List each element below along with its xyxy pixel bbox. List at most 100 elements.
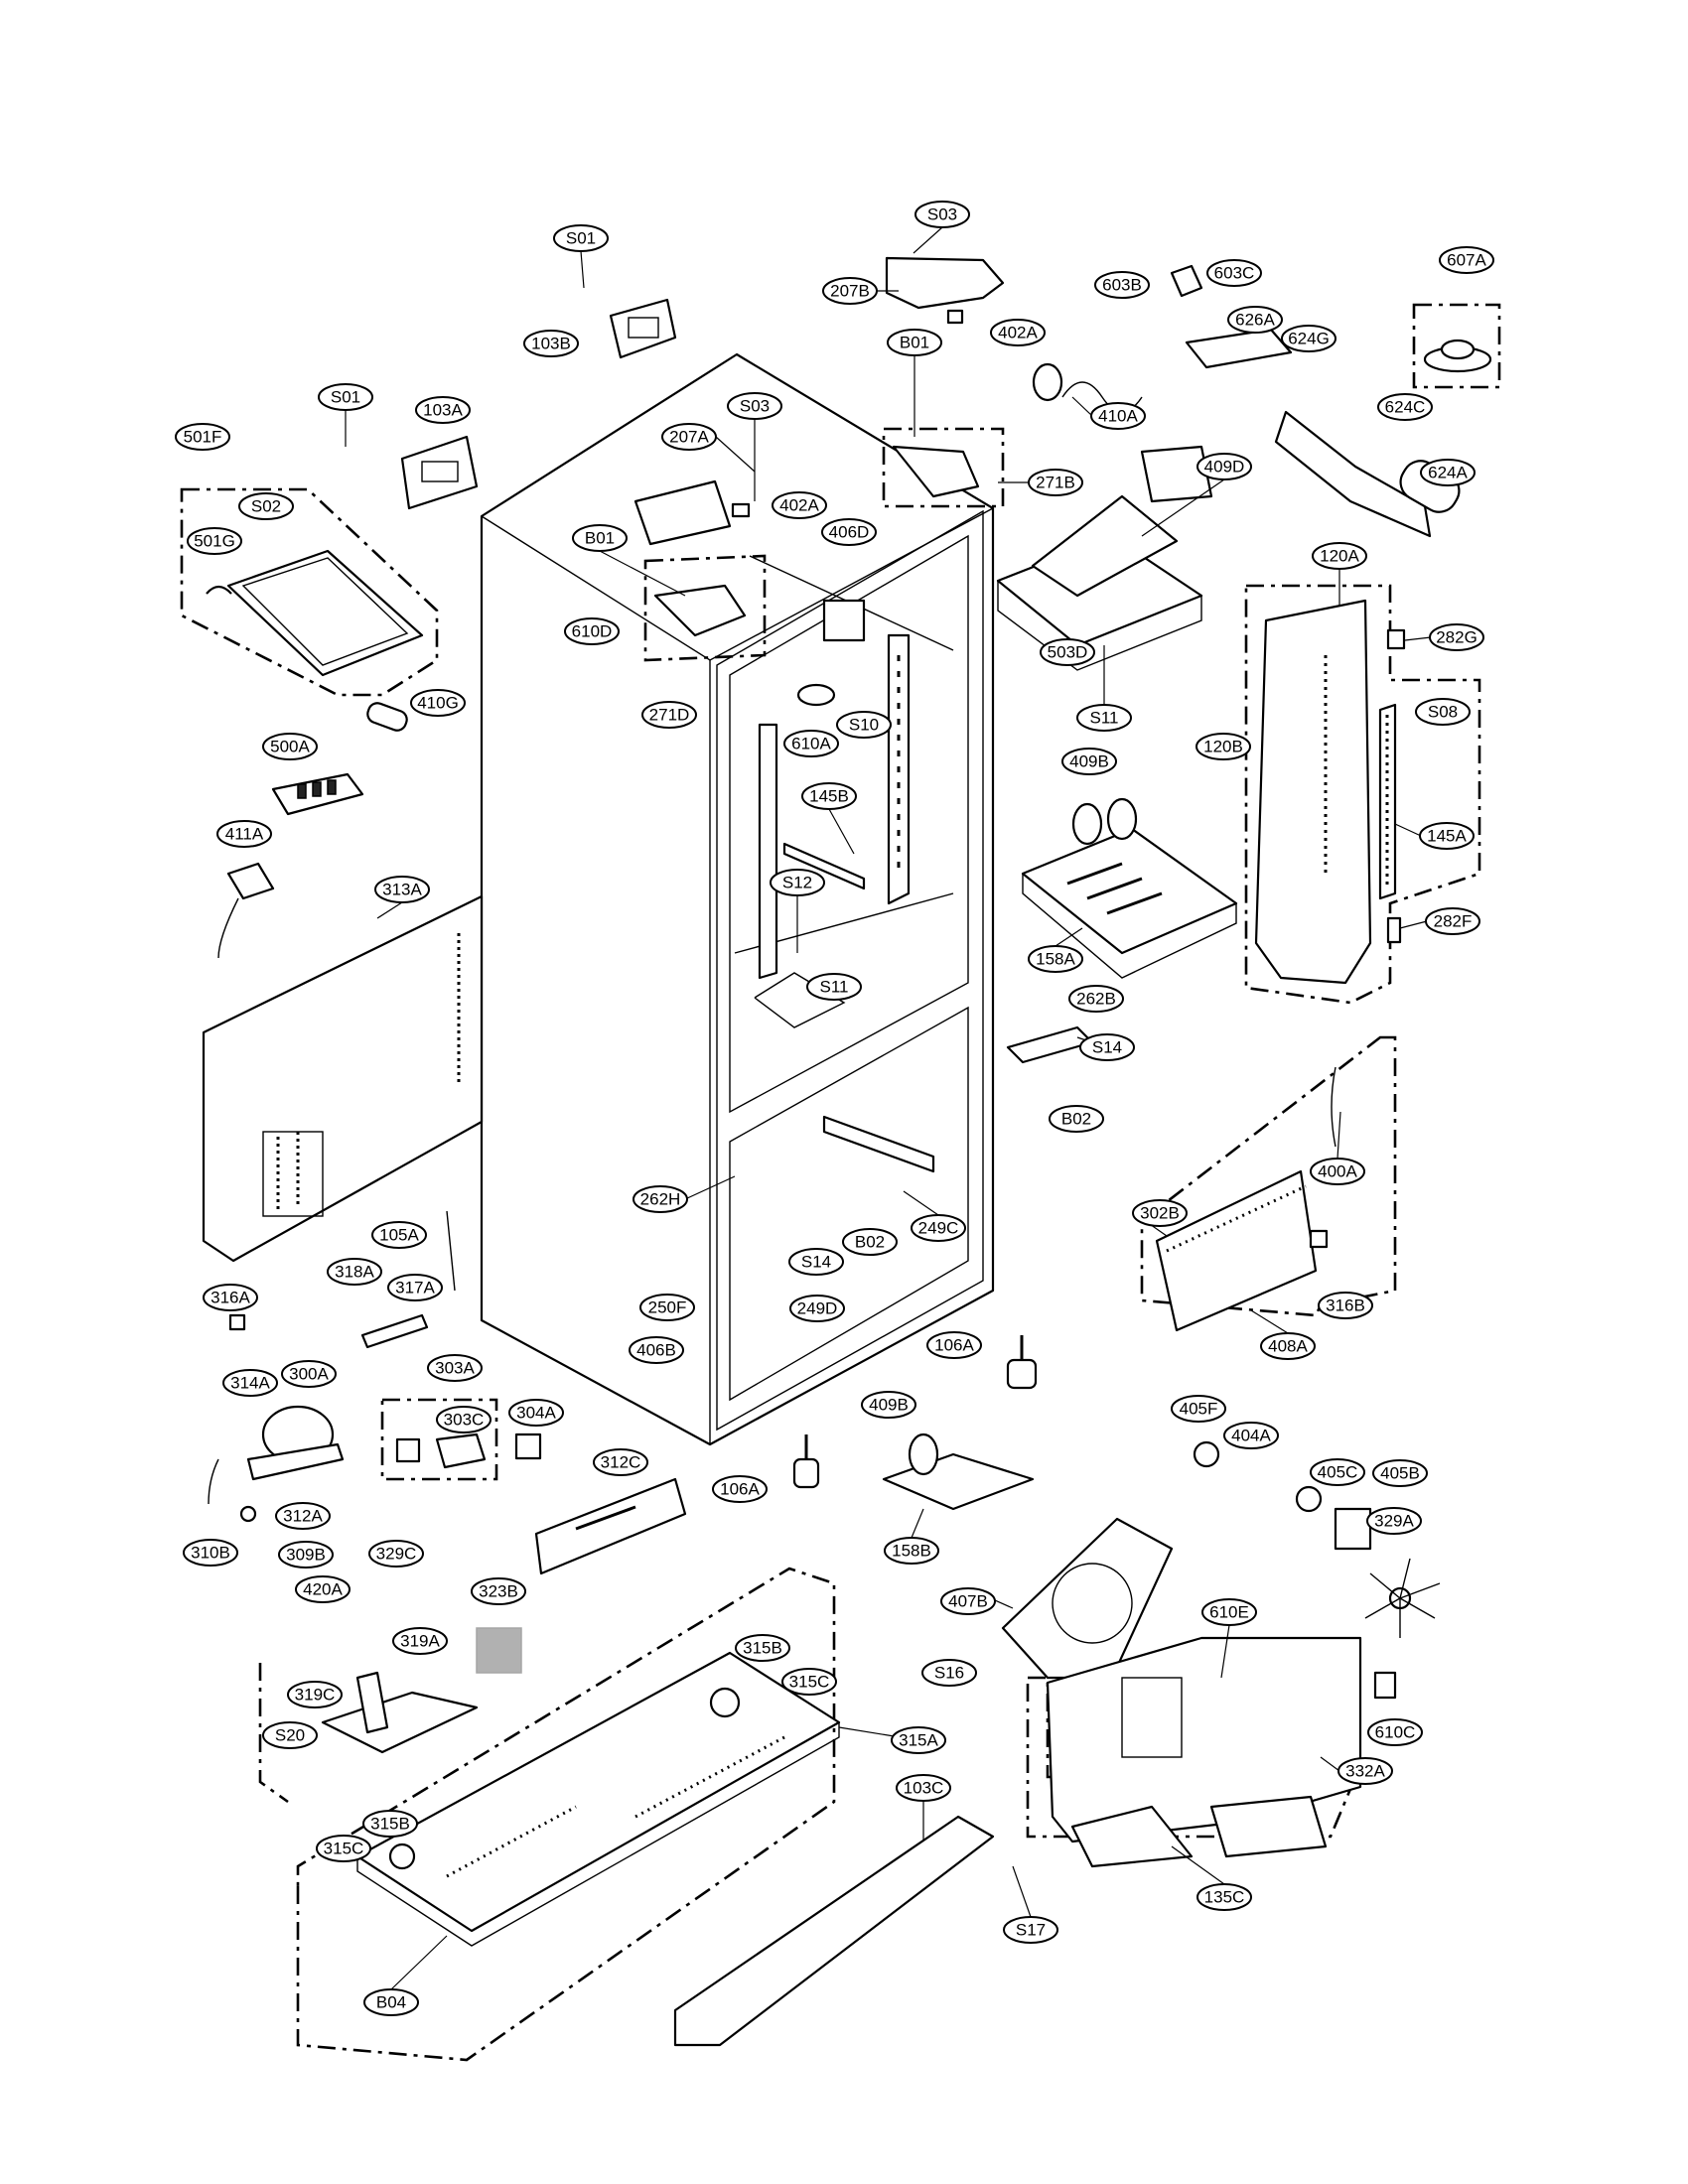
callout-s02: S02 — [238, 492, 294, 520]
callout-label: 103C — [904, 1779, 944, 1798]
callout-bubble — [1201, 1598, 1257, 1626]
callout-bubble — [1068, 985, 1124, 1013]
callout-bubble — [371, 1221, 427, 1249]
callout-s11: S11 — [806, 973, 862, 1001]
callout-145a: 145A — [1419, 822, 1475, 850]
callout-label: 303C — [444, 1411, 485, 1430]
callout-label: S17 — [1016, 1921, 1046, 1940]
callout-bubble — [896, 1774, 951, 1802]
callout-408a: 408A — [1260, 1332, 1316, 1360]
compressor-area — [208, 1210, 456, 1523]
callout-bubble — [914, 201, 970, 228]
callout-bubble — [183, 1539, 238, 1567]
callout-607a: 607A — [1439, 246, 1494, 274]
callout-249c: 249C — [911, 1214, 966, 1242]
callout-bubble — [374, 876, 430, 903]
callout-bubble — [1318, 1292, 1373, 1319]
callout-label: S03 — [927, 205, 957, 224]
callout-bubble — [661, 423, 717, 451]
callout-bubble — [327, 1258, 382, 1286]
callout-158a: 158A — [1028, 945, 1083, 973]
callout-316a: 316A — [203, 1284, 258, 1311]
callout-310b: 310B — [183, 1539, 238, 1567]
callout-label: S12 — [782, 874, 812, 892]
callout-b02: B02 — [842, 1228, 898, 1256]
callout-label: 262H — [640, 1190, 681, 1209]
callout-bubble — [633, 1185, 688, 1213]
callout-120b: 120B — [1196, 733, 1251, 760]
callout-bubble — [1079, 1033, 1135, 1061]
callout-label: 135C — [1204, 1888, 1245, 1907]
callout-bubble — [842, 1228, 898, 1256]
callout-bubble — [1206, 259, 1262, 287]
callout-bubble — [911, 1214, 966, 1242]
callout-label: 610E — [1209, 1603, 1249, 1622]
callout-bubble — [801, 782, 857, 810]
callout-label: 400A — [1318, 1162, 1357, 1181]
callout-label: 316B — [1326, 1297, 1365, 1315]
callout-label: S11 — [1090, 709, 1119, 728]
callout-s08: S08 — [1415, 698, 1471, 726]
callout-420a: 420A — [295, 1575, 351, 1603]
callout-bubble — [362, 1810, 418, 1838]
small-parts-left — [217, 702, 408, 959]
callout-bubble — [175, 423, 230, 451]
callout-bubble — [187, 527, 242, 555]
callout-410g: 410G — [410, 689, 466, 717]
callout-b04: B04 — [363, 1988, 419, 2016]
callout-315c: 315C — [316, 1835, 371, 1862]
callout-bubble — [1049, 1105, 1104, 1133]
callout-bubble — [772, 491, 827, 519]
callout-s11: S11 — [1076, 704, 1132, 732]
callout-bubble — [1367, 1718, 1423, 1746]
callout-406d: 406D — [821, 518, 877, 546]
callout-label: 313A — [382, 881, 422, 899]
callout-158b: 158B — [884, 1537, 939, 1565]
callout-bubble — [278, 1541, 334, 1569]
callout-label: 624C — [1385, 398, 1426, 417]
callout-label: 500A — [270, 738, 310, 756]
drain-pan-319a — [321, 1627, 522, 1754]
callout-bubble — [891, 1726, 946, 1754]
machine-compartment-box — [296, 1567, 836, 2062]
callout-bubble — [1312, 542, 1367, 570]
callout-329a: 329A — [1366, 1507, 1422, 1535]
shelf-rails — [758, 599, 935, 1173]
callout-b01: B01 — [887, 329, 942, 356]
callout-label: 282F — [1434, 912, 1473, 931]
callout-label: 300A — [289, 1365, 329, 1384]
cover-panel-332a — [1046, 1636, 1397, 1868]
callout-label: 323B — [479, 1582, 518, 1601]
back-panel-313a — [202, 894, 484, 1263]
callout-bubble — [287, 1681, 343, 1708]
callout-label: 302B — [1140, 1204, 1180, 1223]
shelf-box-501f — [180, 487, 439, 697]
callout-label: 120A — [1320, 547, 1359, 566]
callout-410a: 410A — [1090, 402, 1146, 430]
callout-label: 410A — [1098, 407, 1138, 426]
callout-603b: 603B — [1094, 271, 1150, 299]
callout-label: 303A — [435, 1359, 475, 1378]
callout-label: 610C — [1375, 1723, 1416, 1742]
callout-label: 315B — [743, 1639, 782, 1658]
callout-404a: 404A — [1223, 1422, 1279, 1449]
callout-624c: 624C — [1377, 393, 1433, 421]
callout-bubble — [216, 820, 272, 848]
callout-bubble — [1196, 733, 1251, 760]
callout-105a: 105A — [371, 1221, 427, 1249]
callout-bubble — [222, 1369, 278, 1397]
callout-bubble — [1196, 1883, 1252, 1911]
callout-label: 271B — [1036, 474, 1075, 492]
callout-262b: 262B — [1068, 985, 1124, 1013]
callout-bubble — [1132, 1199, 1188, 1227]
callout-label: 315A — [899, 1731, 938, 1750]
callout-label: 402A — [998, 324, 1038, 342]
callout-303a: 303A — [427, 1354, 483, 1382]
callout-bubble — [1003, 1916, 1058, 1944]
callout-207b: 207B — [822, 277, 878, 305]
callout-bubble — [1028, 945, 1083, 973]
callout-label: 624G — [1288, 330, 1330, 348]
callout-bubble — [1076, 704, 1132, 732]
callout-s10: S10 — [836, 711, 892, 739]
callout-282g: 282G — [1429, 623, 1484, 651]
